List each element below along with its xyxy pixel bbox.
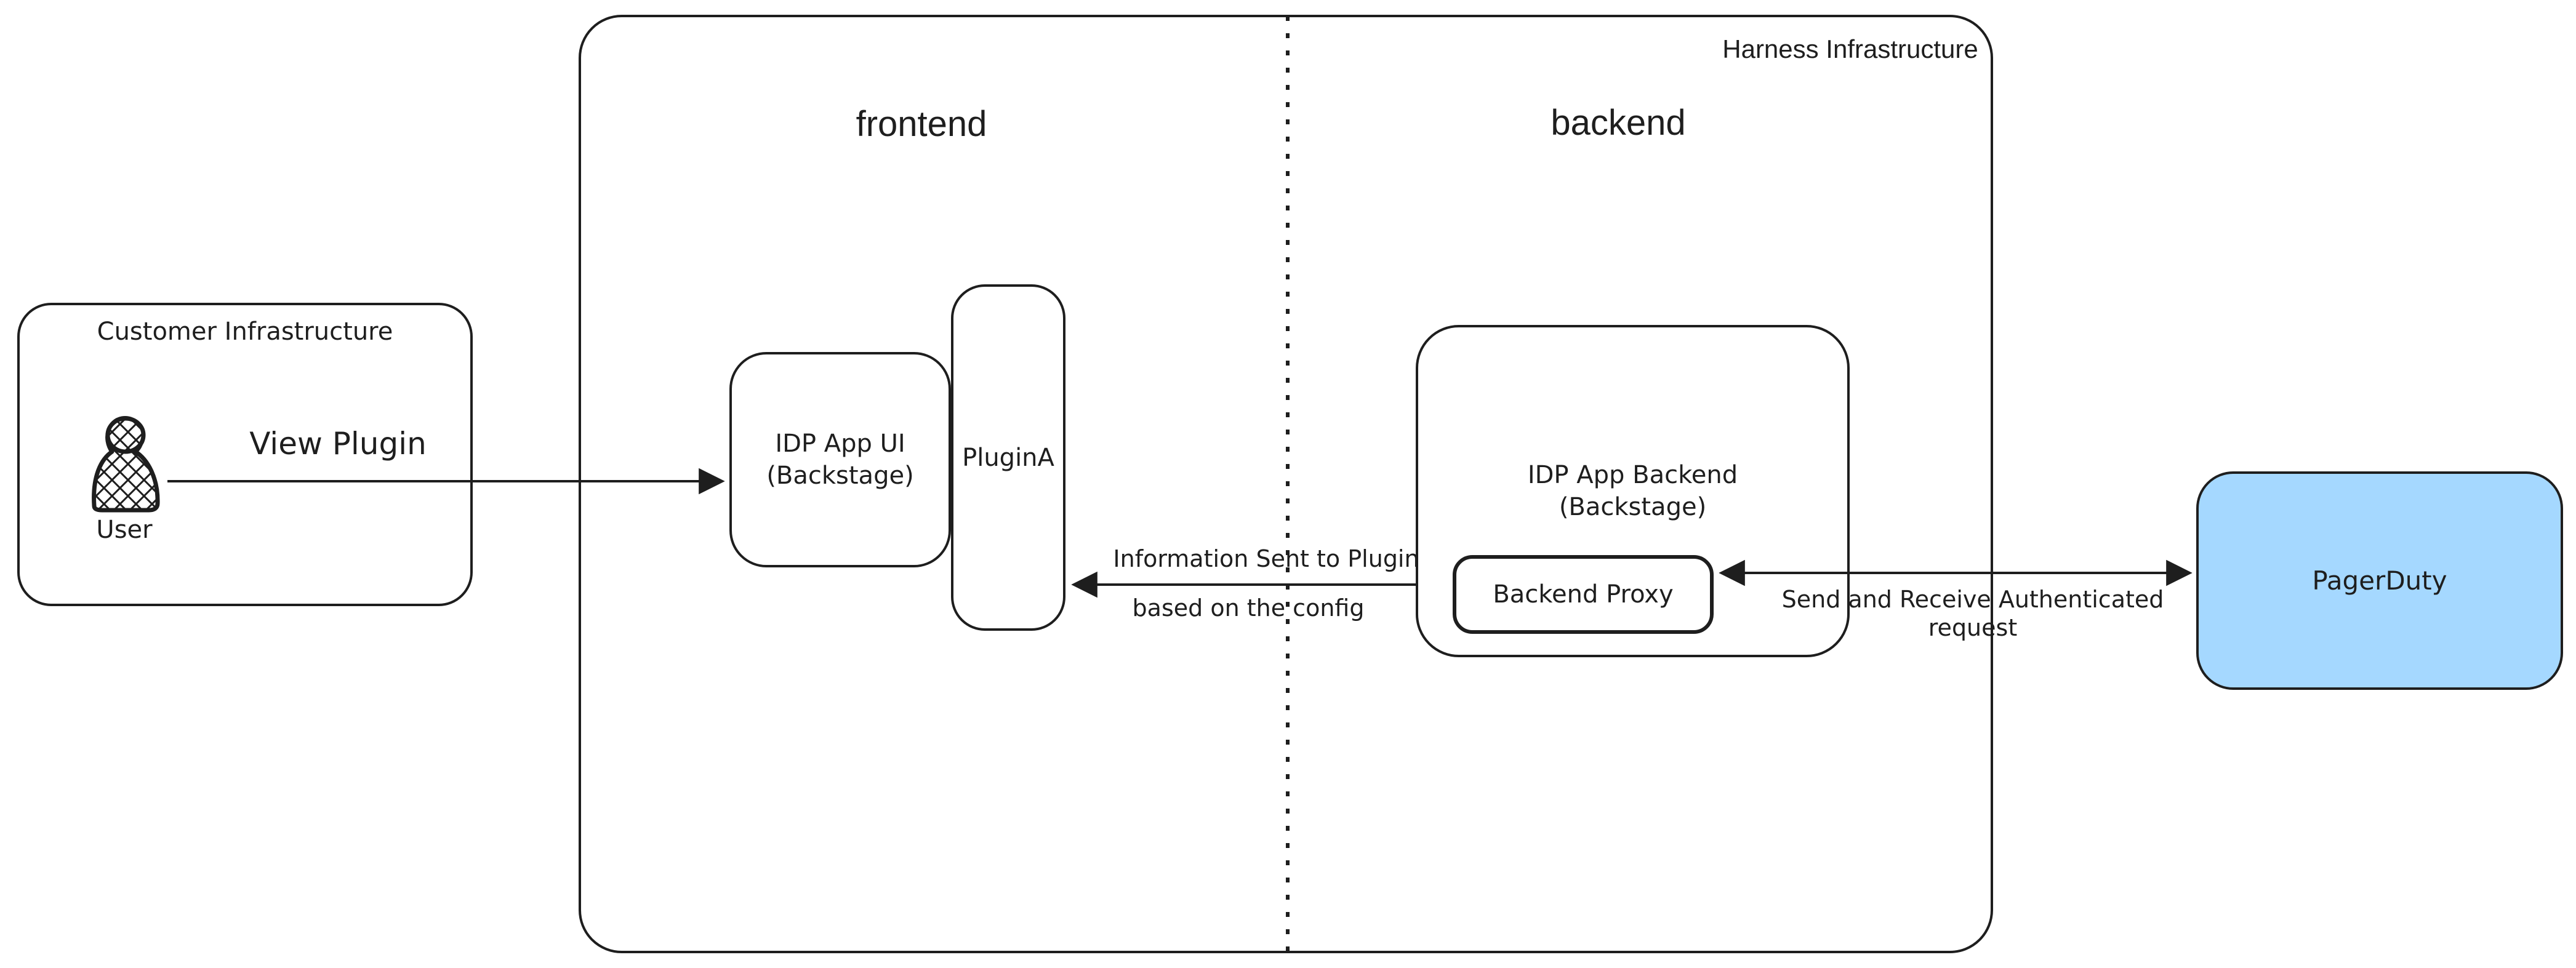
pagerduty-label: PagerDuty xyxy=(2312,565,2447,596)
backend-proxy-node: Backend Proxy xyxy=(1453,555,1714,634)
idp-app-ui-node: IDP App UI (Backstage) xyxy=(729,352,951,567)
idp-app-ui-label-line2: (Backstage) xyxy=(766,462,914,490)
plugin-a-label: PluginA xyxy=(962,443,1054,472)
pagerduty-node: PagerDuty xyxy=(2196,471,2563,690)
auth-request-edge-label-line2: request xyxy=(1928,614,2018,641)
idp-app-backend-label-line1: IDP App Backend xyxy=(1527,461,1738,489)
user-label: User xyxy=(96,516,153,544)
view-plugin-edge-label: View Plugin xyxy=(249,426,427,462)
idp-app-backend-label-line2: (Backstage) xyxy=(1559,493,1707,521)
info-sent-edge-label-line2: based on the config xyxy=(1132,594,1365,622)
plugin-a-node: PluginA xyxy=(951,284,1065,631)
harness-infrastructure-title: Harness Infrastructure xyxy=(1722,34,1978,63)
backend-section-label: backend xyxy=(1551,103,1686,143)
frontend-section-label: frontend xyxy=(856,104,987,144)
backend-proxy-label: Backend Proxy xyxy=(1493,580,1674,609)
customer-infrastructure-title: Customer Infrastructure xyxy=(97,318,393,346)
idp-app-backend-node: IDP App Backend (Backstage) xyxy=(1416,325,1850,657)
idp-app-ui-label-line1: IDP App UI xyxy=(775,430,905,458)
auth-request-edge-label-line1: Send and Receive Authenticated xyxy=(1781,586,2164,613)
info-sent-edge-label-line1: Information Sent to Plugin xyxy=(1113,545,1419,572)
